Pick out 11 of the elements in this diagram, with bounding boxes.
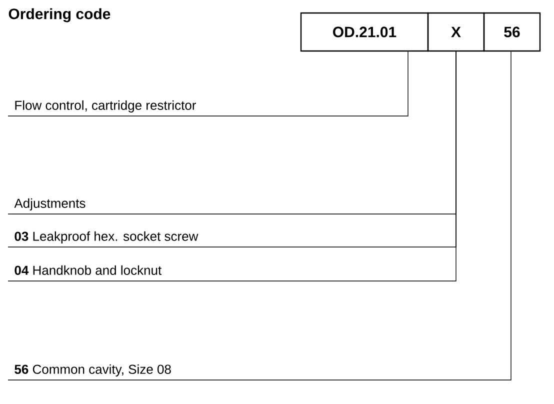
option-label: 04 Handknob and locknut [14,265,162,275]
code-box: OD.21.01 [300,12,429,52]
leader-line [8,51,512,380]
option-label: 03 Leakproof hex. socket screw [14,231,198,244]
option-label: Flow control, cartridge restrictor [15,100,196,112]
option-label: 56 Common cavity, Size 08 [14,364,171,376]
code-box: X [427,12,485,52]
leader-line [8,51,408,116]
title: Ordering code [8,8,110,22]
code-box: 56 [483,12,541,52]
option-label: Adjustments [14,198,86,210]
